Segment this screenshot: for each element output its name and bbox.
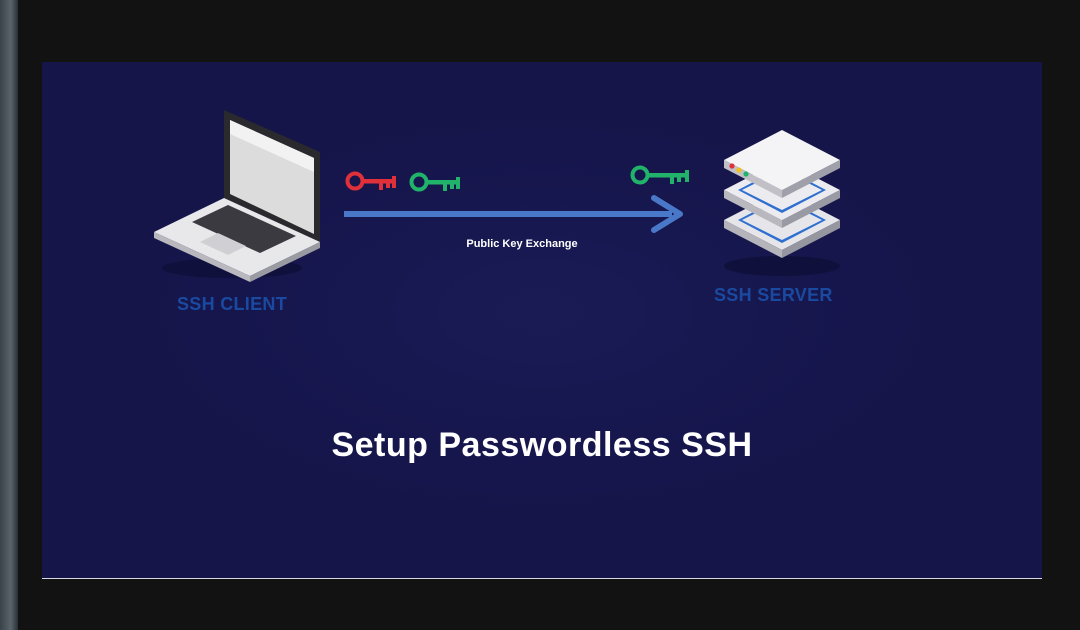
arrow-right-icon xyxy=(344,195,683,233)
public-key-icon xyxy=(409,172,460,192)
window-left-edge xyxy=(0,0,18,630)
slide-title: Setup Passwordless SSH xyxy=(331,426,753,464)
server-icon xyxy=(724,130,840,276)
diagram-artwork xyxy=(154,110,840,282)
ssh-server-label: SSH SERVER xyxy=(714,285,833,305)
private-key-icon xyxy=(345,171,396,191)
slide-canvas: SSH CLIENT SSH SERVER Public Key Exchang… xyxy=(42,62,1042,579)
ssh-client-label: SSH CLIENT xyxy=(177,294,288,314)
laptop-icon xyxy=(154,110,320,282)
arrow-label: Public Key Exchange xyxy=(466,238,578,250)
public-key-server-icon xyxy=(630,165,689,185)
